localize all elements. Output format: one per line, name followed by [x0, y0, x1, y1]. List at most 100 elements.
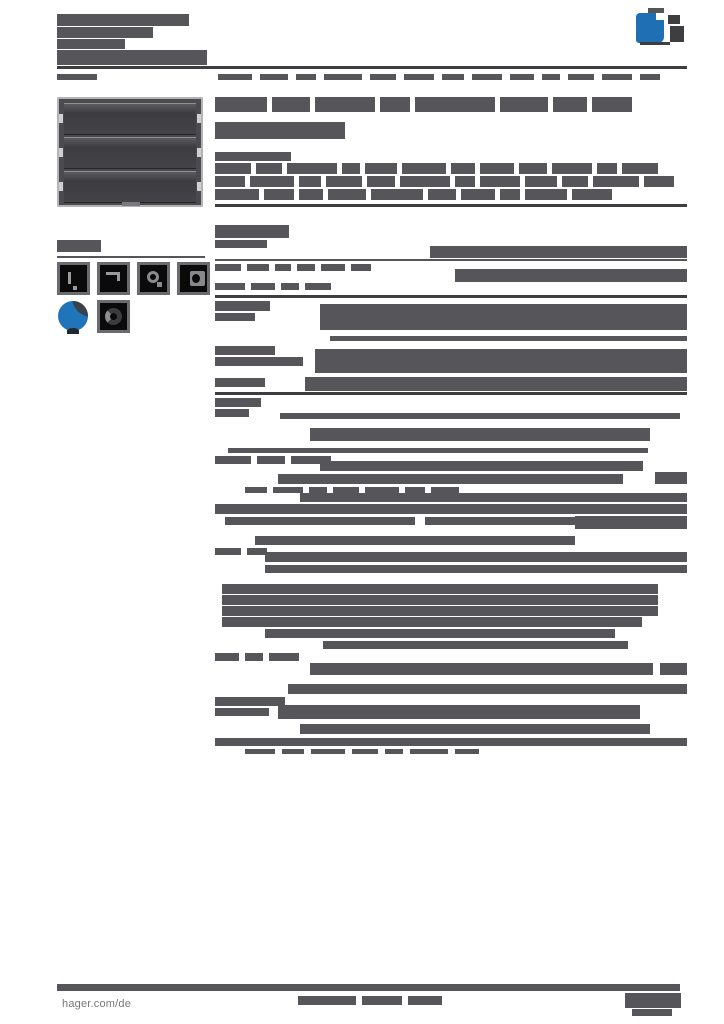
ring-shape: [105, 308, 122, 325]
description-line: [451, 163, 475, 174]
header-meta: [568, 74, 594, 80]
footer-site-link[interactable]: hager.com/de: [62, 997, 132, 1010]
header-meta: [442, 74, 464, 80]
spec-label: [455, 749, 479, 754]
spec-label: [351, 264, 371, 271]
section-rule: [215, 295, 687, 298]
spec-value: [255, 536, 575, 545]
device-bottom-tab: [122, 202, 140, 206]
description-caption: [215, 152, 291, 161]
dot-glyph-icon: [157, 282, 162, 287]
blue-sphere-icon: [57, 300, 90, 334]
sphere-base: [67, 328, 79, 334]
footer-site-box: hager.com/de: [57, 991, 173, 1016]
spec-label: [215, 301, 270, 311]
product-title: [553, 97, 587, 112]
spec-label: [215, 283, 245, 290]
spec-paragraph: [222, 595, 658, 605]
rocker-notch: [197, 114, 201, 123]
header-meta: [542, 74, 560, 80]
spec-label: [215, 697, 285, 706]
spec-label: [282, 749, 304, 754]
spec-label: [215, 346, 275, 355]
description-line: [428, 189, 456, 200]
spec-paragraph: [222, 606, 658, 616]
footer-meta: [298, 996, 356, 1005]
header-meta: [510, 74, 534, 80]
product-title: [380, 97, 410, 112]
spec-label: [321, 264, 345, 271]
product-title: [215, 97, 267, 112]
spec-value: [575, 516, 687, 529]
spec-value: [300, 493, 687, 502]
footer-meta: [408, 996, 442, 1005]
product-title: [315, 97, 375, 112]
header-rule: [57, 66, 687, 69]
header-meta: [640, 74, 660, 80]
spec-value: [330, 336, 687, 341]
spec-label: [245, 487, 267, 493]
spec-paragraph: [222, 584, 658, 594]
bracket-glyph-icon: [106, 272, 120, 281]
description-line: [215, 163, 251, 174]
row-divider: [215, 259, 687, 261]
tick-glyph-icon: [68, 272, 71, 284]
logo-top-bar: [648, 8, 664, 13]
description-line: [455, 176, 475, 187]
spec-label: [215, 409, 249, 417]
spec-label: [247, 548, 267, 555]
spec-value: [215, 504, 687, 514]
rocker-notch: [59, 148, 63, 157]
product-panel: [59, 103, 201, 203]
spec-label: [273, 487, 303, 493]
rocker-notch: [197, 182, 201, 191]
spec-value: [323, 641, 628, 649]
product-image: [57, 97, 203, 207]
spec-label: [215, 398, 261, 407]
description-line: [402, 163, 446, 174]
spec-label: [410, 749, 448, 754]
rocker-notch: [197, 148, 201, 157]
dot-glyph-icon: [73, 286, 77, 290]
spec-label: [311, 749, 345, 754]
spec-value: [265, 629, 615, 638]
feature-icon-1: [57, 262, 90, 295]
spec-label: [215, 313, 255, 321]
spec-label: [245, 653, 263, 661]
spec-label: [245, 749, 275, 754]
spec-label: [281, 283, 299, 290]
spec-label: [215, 378, 265, 387]
doc-title-line: [57, 14, 189, 26]
product-title: [415, 97, 495, 112]
description-line: [525, 176, 557, 187]
spec-label: [305, 283, 331, 290]
logo-redaction-block: [668, 15, 680, 24]
spec-value: [228, 448, 648, 453]
description-line: [622, 163, 658, 174]
header-meta: [602, 74, 632, 80]
section-rule: [215, 392, 687, 395]
spec-value: [278, 474, 623, 484]
spec-label: [251, 283, 275, 290]
description-line: [597, 163, 617, 174]
sphere-shape: [58, 301, 88, 331]
hager-logo: [630, 6, 690, 48]
spec-label: [247, 264, 269, 271]
header-meta: [296, 74, 316, 80]
feature-icon-4: [177, 262, 210, 295]
spec-value: [280, 413, 680, 419]
icons-caption: [57, 240, 101, 252]
product-title: [592, 97, 632, 112]
spec-value: [310, 428, 650, 441]
description-line: [400, 176, 450, 187]
logo-underline: [640, 42, 670, 45]
spec-label: [352, 749, 378, 754]
header-meta: [370, 74, 396, 80]
rocker-button: [59, 171, 201, 203]
header-meta: [57, 74, 97, 80]
spec-value: [660, 663, 687, 675]
spec-value: [315, 349, 687, 373]
description-line: [371, 189, 423, 200]
header-meta: [218, 74, 252, 80]
